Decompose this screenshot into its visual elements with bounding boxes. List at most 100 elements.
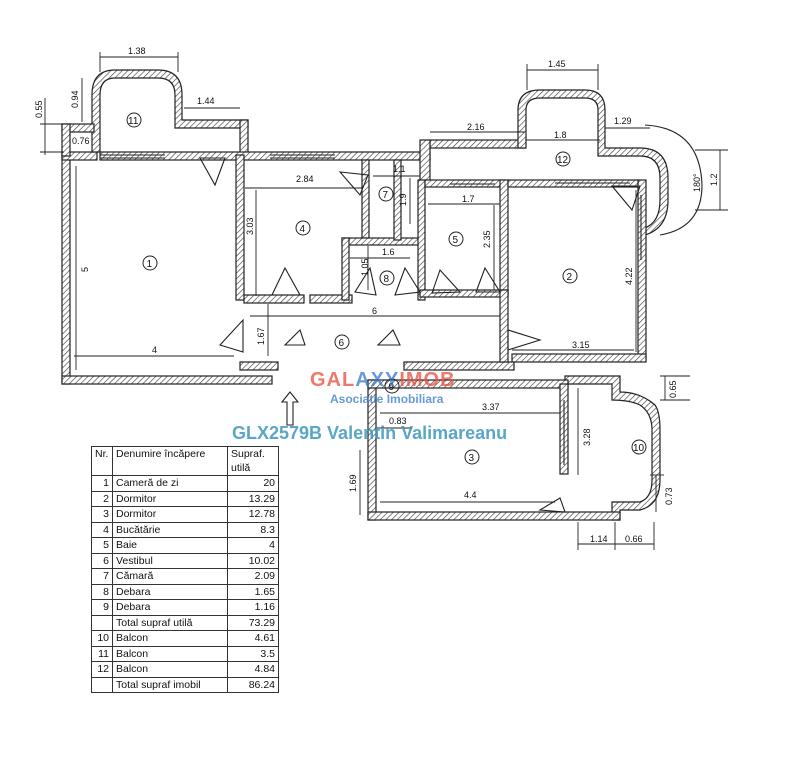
dim-label: 0.83 xyxy=(389,416,407,426)
cell-name: Total supraf imobil xyxy=(112,676,228,693)
column-header: Denumire încăpere xyxy=(112,446,228,476)
outer-walls xyxy=(61,69,669,521)
dim-label: 0.94 xyxy=(70,90,80,108)
wall-segment xyxy=(61,151,71,385)
dimension-labels: 1.38 0.94 0.55 0.76 1.44 1.45 2.16 1.8 1… xyxy=(34,46,719,544)
room-number: 8 xyxy=(384,274,390,285)
room-number: 1 xyxy=(147,259,153,270)
cell-area: 73.29 xyxy=(227,614,279,631)
dim-label: 2.16 xyxy=(467,122,485,132)
table-header-row: Nr. Denumire încăpere Supraf. utilă xyxy=(91,446,279,476)
brand-part: IMOB xyxy=(399,369,456,391)
brand-watermark: GALAXYIMOB xyxy=(310,369,456,392)
dim-label: 180° xyxy=(692,173,702,192)
room-marker xyxy=(631,439,647,455)
room-number: 10 xyxy=(633,443,645,454)
cell-name: Dormitor xyxy=(112,490,228,507)
room-number: 11 xyxy=(128,116,139,127)
room-marker xyxy=(448,231,464,247)
dim-label: 1.7 xyxy=(462,194,475,204)
cell-nr: 5 xyxy=(91,537,113,554)
cell-nr: 12 xyxy=(91,661,113,678)
dim-label: 1.44 xyxy=(197,96,215,106)
cell-nr: 11 xyxy=(91,645,113,662)
cell-name: Balcon xyxy=(112,645,228,662)
dimension-lines xyxy=(40,52,728,550)
wall-segment xyxy=(403,361,515,371)
dim-label: 1.05 xyxy=(360,258,370,276)
brand-part: GAL xyxy=(310,369,356,391)
cell-nr: 8 xyxy=(91,583,113,600)
dim-label: 3.03 xyxy=(245,217,255,235)
room-number: 2 xyxy=(567,272,573,283)
cell-name: Vestibul xyxy=(112,552,228,569)
dim-label: 1.38 xyxy=(128,46,146,56)
dim-label: 1.67 xyxy=(256,327,266,345)
dim-label: 1.29 xyxy=(614,116,632,126)
room-numbers: 1 2 3 4 5 6 7 8 9 10 11 12 xyxy=(126,112,647,465)
wall-segment xyxy=(511,353,647,363)
dim-label: 0.66 xyxy=(625,534,643,544)
listing-watermark: GLX2579B Valentin Valimareanu xyxy=(232,423,508,443)
cell-nr: 7 xyxy=(91,568,113,585)
wall-segment xyxy=(429,139,526,149)
dim-label: 1.2 xyxy=(709,173,719,186)
wall-segment xyxy=(239,119,249,156)
cell-area: 20 xyxy=(227,475,279,492)
wall-segment xyxy=(309,294,353,304)
wall-segment xyxy=(361,159,370,239)
cell-area: 3.5 xyxy=(227,645,279,662)
room-number: 7 xyxy=(383,190,389,201)
dim-label: 2.35 xyxy=(482,230,492,248)
wall-segment xyxy=(341,237,350,301)
cell-nr xyxy=(91,614,113,631)
balcony-12-arc xyxy=(644,124,703,236)
wall-segment xyxy=(419,139,431,187)
windows xyxy=(100,154,642,465)
column-header: Nr. xyxy=(91,446,113,476)
room-number: 9 xyxy=(389,382,395,393)
dim-label: 3.37 xyxy=(482,402,500,412)
room-number: 6 xyxy=(339,338,345,349)
room-marker xyxy=(384,378,400,394)
room-marker xyxy=(334,334,350,350)
wall-segment xyxy=(239,361,279,371)
room-number: 4 xyxy=(300,224,306,235)
cell-name: Debara xyxy=(112,583,228,600)
cell-nr: 3 xyxy=(91,506,113,523)
wall-segment xyxy=(99,151,431,161)
cell-area: 12.78 xyxy=(227,506,279,523)
cell-name: Bucătărie xyxy=(112,521,228,538)
entrance-arrow-icon xyxy=(280,391,300,426)
wall-segment xyxy=(61,375,273,385)
cell-nr: 1 xyxy=(91,475,113,492)
dim-label: 1.9 xyxy=(398,193,408,206)
dim-label: 1.45 xyxy=(548,59,566,69)
dim-label: 0.76 xyxy=(72,136,90,146)
wall-segment xyxy=(499,179,509,296)
dim-label: 1.14 xyxy=(590,534,608,544)
room-number: 3 xyxy=(469,453,475,464)
dim-label: 1.6 xyxy=(382,247,395,257)
dim-label: 1.1 xyxy=(393,164,406,174)
cell-nr xyxy=(91,676,113,693)
cell-area: 1.16 xyxy=(227,599,279,616)
dim-label: 1.69 xyxy=(348,474,358,492)
cell-nr: 4 xyxy=(91,521,113,538)
room-marker xyxy=(562,268,578,284)
dim-label: 5 xyxy=(80,267,90,272)
cell-nr: 6 xyxy=(91,552,113,569)
cell-area: 4.84 xyxy=(227,661,279,678)
balcony-11-wall xyxy=(91,69,249,153)
wall-segment xyxy=(235,154,245,301)
dim-label: 6 xyxy=(372,306,377,316)
room-marker xyxy=(142,255,158,271)
cell-area: 4 xyxy=(227,537,279,554)
room-marker xyxy=(379,270,395,286)
